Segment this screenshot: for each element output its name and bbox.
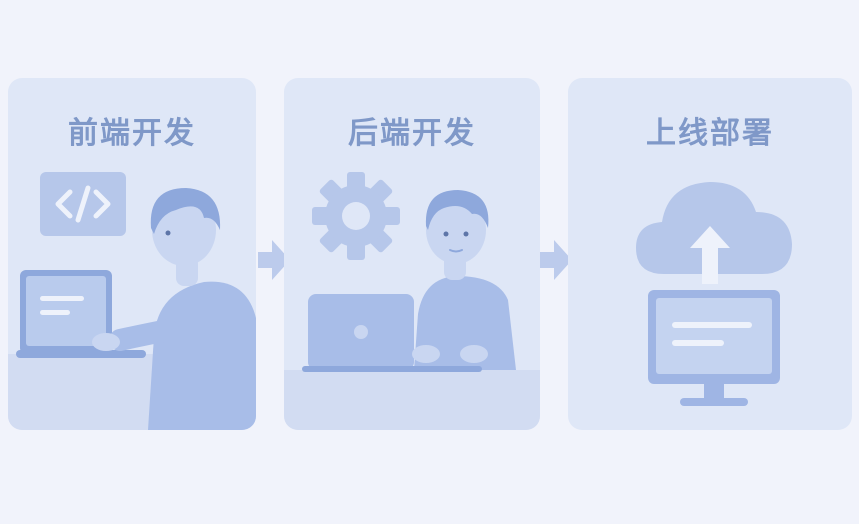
backend-illustration — [284, 172, 540, 430]
arrow-right-icon — [258, 240, 290, 280]
gear-icon — [312, 172, 400, 260]
step-panel-frontend: 前端开发 — [8, 78, 256, 430]
step-title-backend: 后端开发 — [348, 116, 476, 151]
step-panel-deploy: 上线部署 — [568, 78, 852, 430]
code-icon — [40, 172, 126, 236]
cloud-upload-icon — [636, 182, 792, 284]
step-title-frontend: 前端开发 — [68, 116, 196, 151]
arrow-right-icon — [540, 240, 572, 280]
deploy-illustration — [636, 182, 792, 406]
frontend-illustration — [8, 172, 256, 430]
step-panel-backend: 后端开发 — [284, 78, 540, 430]
step-title-deploy: 上线部署 — [646, 116, 774, 151]
